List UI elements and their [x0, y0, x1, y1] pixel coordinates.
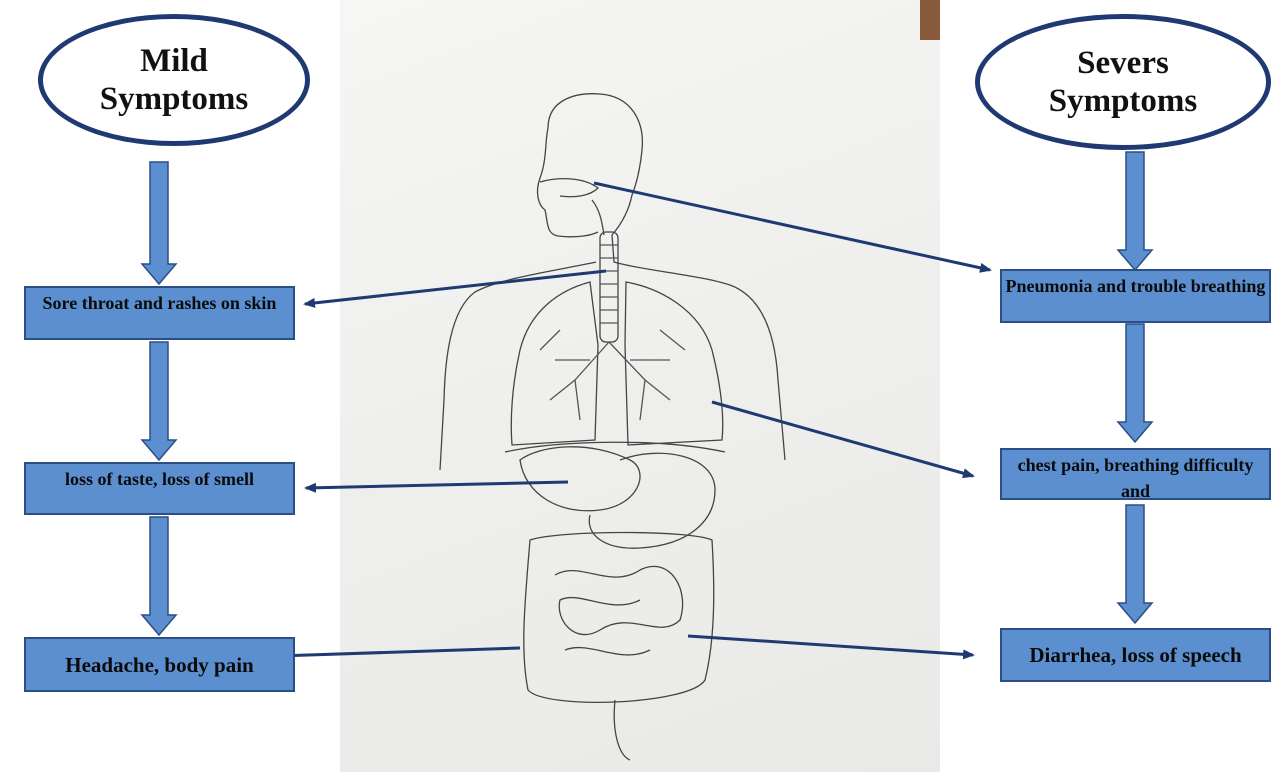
mild-flow-arrows — [142, 162, 176, 635]
severe-symptom-label: Diarrhea, loss of speech — [1029, 642, 1241, 668]
mild-symptom-box-1: Sore throat and rashes on skin — [24, 286, 295, 340]
mild-symptoms-title: Mild Symptoms — [100, 42, 249, 118]
severe-symptom-label: chest pain, breathing difficulty and — [1002, 452, 1269, 504]
flow-arrow-mild-1 — [142, 162, 176, 284]
pharynx — [592, 200, 604, 235]
anatomy-sketch — [440, 94, 785, 760]
pointer-stomach — [306, 482, 568, 488]
left-lung — [511, 282, 598, 445]
severe-flow-arrows — [1118, 152, 1152, 623]
mild-symptom-box-3: Headache, body pain — [24, 637, 295, 692]
pointer-throat — [305, 271, 606, 304]
severe-symptom-label: Pneumonia and trouble breathing — [1006, 273, 1266, 299]
flow-arrow-severe-3 — [1118, 505, 1152, 623]
trachea — [600, 232, 618, 342]
head-outline — [548, 94, 785, 460]
severe-symptom-box-3: Diarrhea, loss of speech — [1000, 628, 1271, 682]
flow-arrow-severe-1 — [1118, 152, 1152, 270]
flow-arrow-mild-2 — [142, 342, 176, 460]
pointer-lung — [712, 402, 973, 476]
stomach — [589, 453, 715, 548]
pointer-intestine-right — [688, 636, 973, 655]
nasal-cavity — [540, 179, 598, 197]
severe-symptom-box-2: chest pain, breathing difficulty and — [1000, 448, 1271, 500]
flow-arrow-severe-2 — [1118, 324, 1152, 442]
pointer-intestine-left — [278, 648, 520, 656]
rectum — [614, 700, 630, 760]
mild-symptoms-heading: Mild Symptoms — [38, 14, 310, 146]
mild-symptom-label: loss of taste, loss of smell — [65, 466, 254, 492]
severe-symptom-box-1: Pneumonia and trouble breathing — [1000, 269, 1271, 323]
right-lung — [625, 282, 723, 445]
trachea-rings — [600, 245, 618, 323]
mild-symptom-box-2: loss of taste, loss of smell — [24, 462, 295, 515]
small-intestine — [555, 566, 683, 655]
mild-symptom-label: Sore throat and rashes on skin — [43, 290, 277, 316]
large-intestine — [524, 533, 714, 703]
pointer-nasal — [594, 183, 990, 270]
severe-symptoms-heading: Severs Symptoms — [975, 14, 1271, 150]
mild-symptom-label: Headache, body pain — [65, 652, 253, 678]
left-shoulder-outline — [440, 262, 596, 470]
bronchial-tree — [540, 330, 685, 420]
pointer-arrows — [278, 183, 990, 656]
severe-symptoms-title: Severs Symptoms — [1049, 44, 1198, 120]
flow-arrow-mild-3 — [142, 517, 176, 635]
liver — [520, 447, 640, 511]
